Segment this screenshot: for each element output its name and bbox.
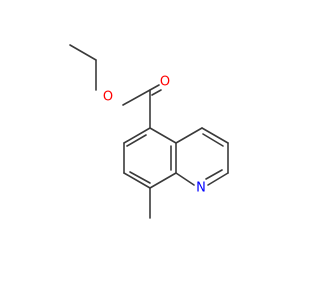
- bond-c7-c8-inner: [129, 171, 151, 184]
- bond-c4a-c5: [149, 127, 177, 144]
- bond-c5-c6: [123, 127, 151, 144]
- molecule-structure: O O N: [69, 44, 229, 219]
- atom-ester-oxygen-label: O: [103, 90, 113, 105]
- atom-nitrogen-label: N: [196, 181, 206, 196]
- bond-c8-c8a: [149, 172, 177, 189]
- bond-c4-c3-inner: [202, 133, 224, 147]
- bond-o-carbonyl: [122, 89, 151, 106]
- bond-c2-n1: [207, 172, 229, 186]
- bond-c2-n1-inner: [205, 169, 223, 180]
- bond-c7-c8: [123, 172, 151, 189]
- atom-carbonyl-oxygen-label: O: [160, 75, 170, 90]
- bond-n1-c8a: [175, 172, 195, 186]
- bond-c4-c3: [201, 127, 229, 144]
- bond-ch3-ch2: [69, 44, 97, 61]
- bond-c5-c6-inner: [126, 134, 147, 147]
- structure-canvas: O O N: [69, 44, 229, 219]
- bond-c4a-c4: [175, 127, 203, 144]
- bond-carbonyl-double-b: [151, 89, 162, 96]
- bond-carbonyl-double-a: [149, 84, 160, 91]
